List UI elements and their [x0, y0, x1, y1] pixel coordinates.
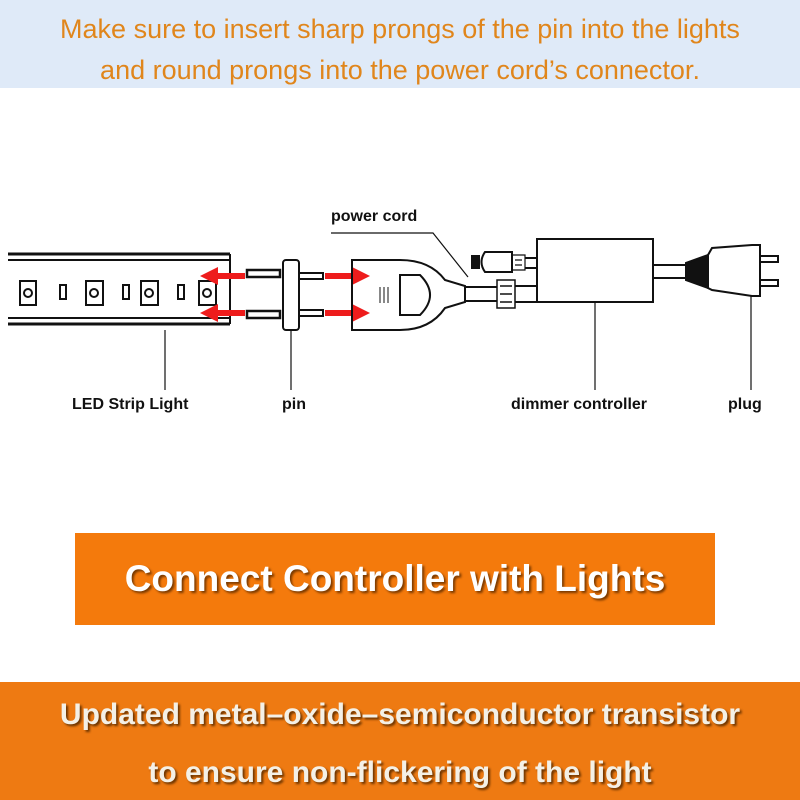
- instruction-header: Make sure to insert sharp prongs of the …: [0, 0, 800, 88]
- led-strip-icon: [8, 252, 231, 390]
- power-cord-icon: [351, 251, 537, 331]
- label-led-strip: LED Strip Light: [72, 396, 189, 413]
- instruction-line-2: and round prongs into the power cord’s c…: [100, 55, 700, 85]
- plug-icon: [653, 244, 779, 390]
- footer-line-1: Updated metal–oxide–semiconductor transi…: [59, 698, 741, 731]
- dimmer-controller-icon: [536, 238, 654, 390]
- power-cord-leader: [331, 232, 469, 278]
- footer-line-2: to ensure non-flickering of the light: [148, 756, 652, 789]
- insert-arrows: [200, 267, 370, 322]
- instruction-line-1: Make sure to insert sharp prongs of the …: [60, 14, 740, 44]
- feature-footer: Updated metal–oxide–semiconductor transi…: [0, 682, 800, 800]
- label-plug: plug: [728, 396, 762, 413]
- title-banner: Connect Controller with Lights: [75, 533, 715, 625]
- label-pin: pin: [282, 396, 306, 413]
- connection-diagram: [8, 232, 779, 390]
- label-dimmer-controller: dimmer controller: [511, 396, 648, 413]
- label-power-cord: power cord: [331, 208, 418, 225]
- pin-icon: [245, 259, 324, 390]
